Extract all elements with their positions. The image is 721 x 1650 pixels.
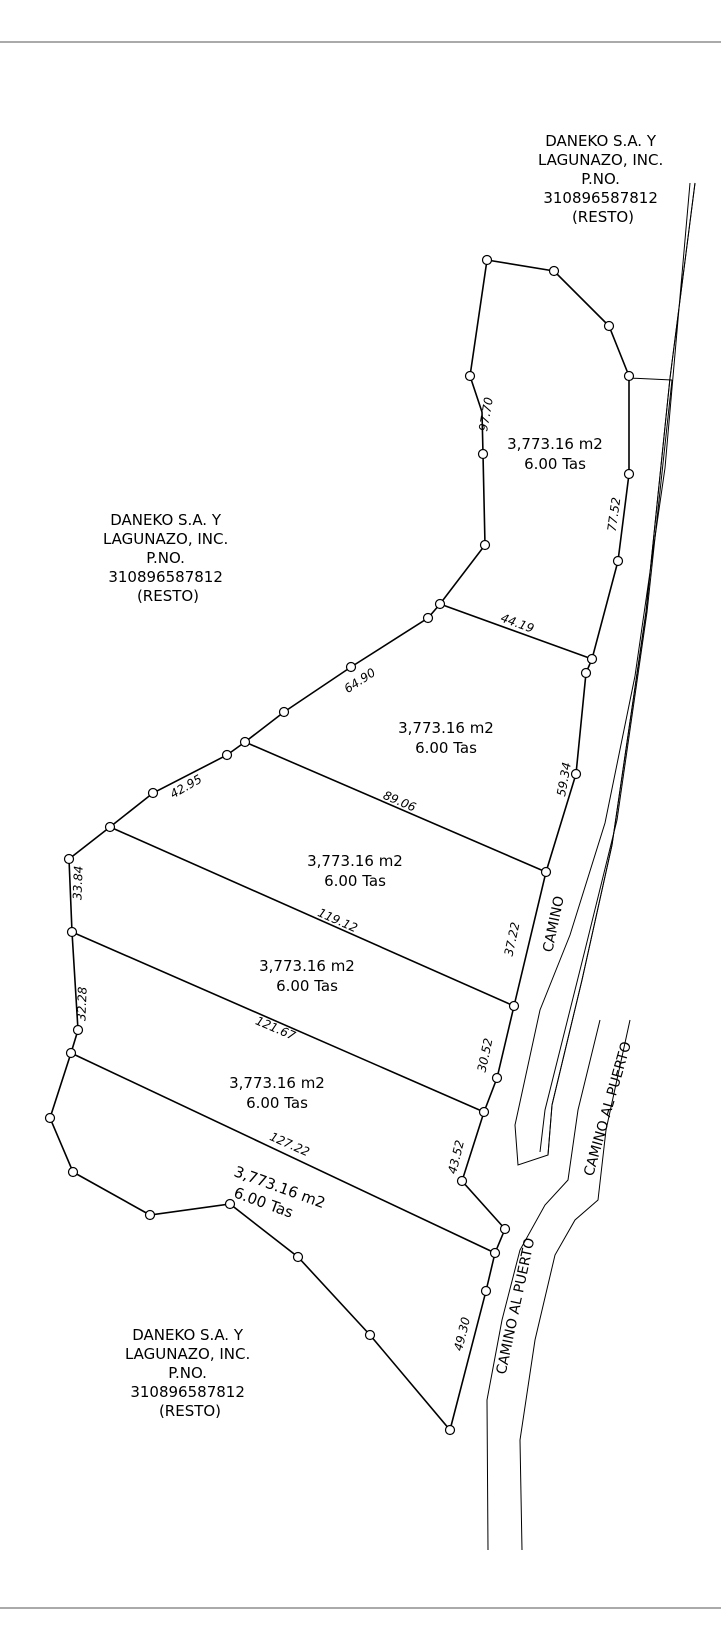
vertex <box>481 254 493 266</box>
puerto-road-upper <box>486 1019 601 1551</box>
lot-1-area: 3,773.16 m2 <box>507 435 603 453</box>
vertex <box>479 539 491 551</box>
vertex <box>456 1175 468 1187</box>
vertex <box>612 555 624 567</box>
vertex <box>147 787 159 799</box>
vertex <box>499 1223 511 1235</box>
puerto-road-lower <box>519 1019 631 1551</box>
lot-5-tas: 6.00 Tas <box>246 1094 308 1112</box>
road-edge-right-outer <box>547 182 696 1156</box>
vertex <box>422 612 434 624</box>
lot-4-area: 3,773.16 m2 <box>259 957 355 975</box>
dim-43-52: 43.52 <box>445 1139 467 1176</box>
dim-33-84: 33.84 <box>70 865 85 900</box>
vertex <box>278 706 290 718</box>
vertex <box>480 1285 492 1297</box>
owner-block-bottom-left: DANEKO S.A. Y LAGUNAZO, INC. P.NO. 31089… <box>125 1326 255 1420</box>
vertex-markers <box>44 254 635 1436</box>
owner-block-top-right: DANEKO S.A. Y LAGUNAZO, INC. P.NO. 31089… <box>538 132 668 226</box>
dim-59-34: 59.34 <box>554 761 574 797</box>
dim-77-52: 77.52 <box>605 496 624 532</box>
vertex <box>67 1166 79 1178</box>
vertex <box>224 1198 236 1210</box>
vertex <box>104 821 116 833</box>
lot-5-area: 3,773.16 m2 <box>229 1074 325 1092</box>
road-label-camino-al-puerto-lower: CAMINO AL PUERTO <box>494 1236 539 1375</box>
vertex <box>444 1424 456 1436</box>
road-edges <box>486 182 696 1551</box>
division-line-5 <box>70 1052 496 1254</box>
vertex <box>66 926 78 938</box>
vertex <box>580 667 592 679</box>
dim-30-52: 30.52 <box>475 1037 496 1074</box>
vertex <box>478 1106 490 1118</box>
division-line-4 <box>71 931 485 1113</box>
lot-1-tas: 6.00 Tas <box>524 455 586 473</box>
dim-49-30: 49.30 <box>451 1315 473 1352</box>
vertex <box>72 1024 84 1036</box>
dim-97-70: 97.70 <box>476 396 496 433</box>
vertex <box>623 370 635 382</box>
dim-121-67: 121.67 <box>253 1014 297 1043</box>
vertex <box>345 661 357 673</box>
vertex <box>491 1072 503 1084</box>
dim-119-12: 119.12 <box>316 905 360 935</box>
vertex <box>540 866 552 878</box>
lot-3-area: 3,773.16 m2 <box>307 852 403 870</box>
vertex <box>65 1047 77 1059</box>
vertex <box>508 1000 520 1012</box>
lot-4-tas: 6.00 Tas <box>276 977 338 995</box>
dim-127-22: 127.22 <box>268 1129 312 1159</box>
vertex <box>586 653 598 665</box>
lot-3-tas: 6.00 Tas <box>324 872 386 890</box>
vertex <box>603 320 615 332</box>
lot-top-road-link <box>628 377 673 381</box>
vertex <box>623 468 635 480</box>
vertex <box>292 1251 304 1263</box>
dim-32-28: 32.28 <box>74 986 89 1021</box>
vertex <box>221 749 233 761</box>
vertex <box>464 370 476 382</box>
vertex <box>63 853 75 865</box>
lot-2-area: 3,773.16 m2 <box>398 719 494 737</box>
dim-89-06: 89.06 <box>381 788 418 814</box>
road-edge-upper-right <box>514 182 696 1166</box>
vertex <box>434 598 446 610</box>
division-line-2 <box>244 741 547 873</box>
owner-block-mid-left: DANEKO S.A. Y LAGUNAZO, INC. P.NO. 31089… <box>103 511 233 605</box>
vertex <box>477 448 489 460</box>
road-edge-right-inner <box>539 379 673 1153</box>
vertex <box>364 1329 376 1341</box>
vertex <box>489 1247 501 1259</box>
vertex <box>548 265 560 277</box>
road-label-camino-al-puerto-upper: CAMINO AL PUERTO <box>581 1040 635 1178</box>
road-label-camino: CAMINO <box>540 895 568 954</box>
vertex <box>144 1209 156 1221</box>
division-line-3 <box>109 826 515 1007</box>
vertex <box>239 736 251 748</box>
dim-37-22: 37.22 <box>502 921 523 958</box>
division-line-1 <box>439 603 593 660</box>
vertex <box>44 1112 56 1124</box>
vertex <box>570 768 582 780</box>
lot-2-tas: 6.00 Tas <box>415 739 477 757</box>
